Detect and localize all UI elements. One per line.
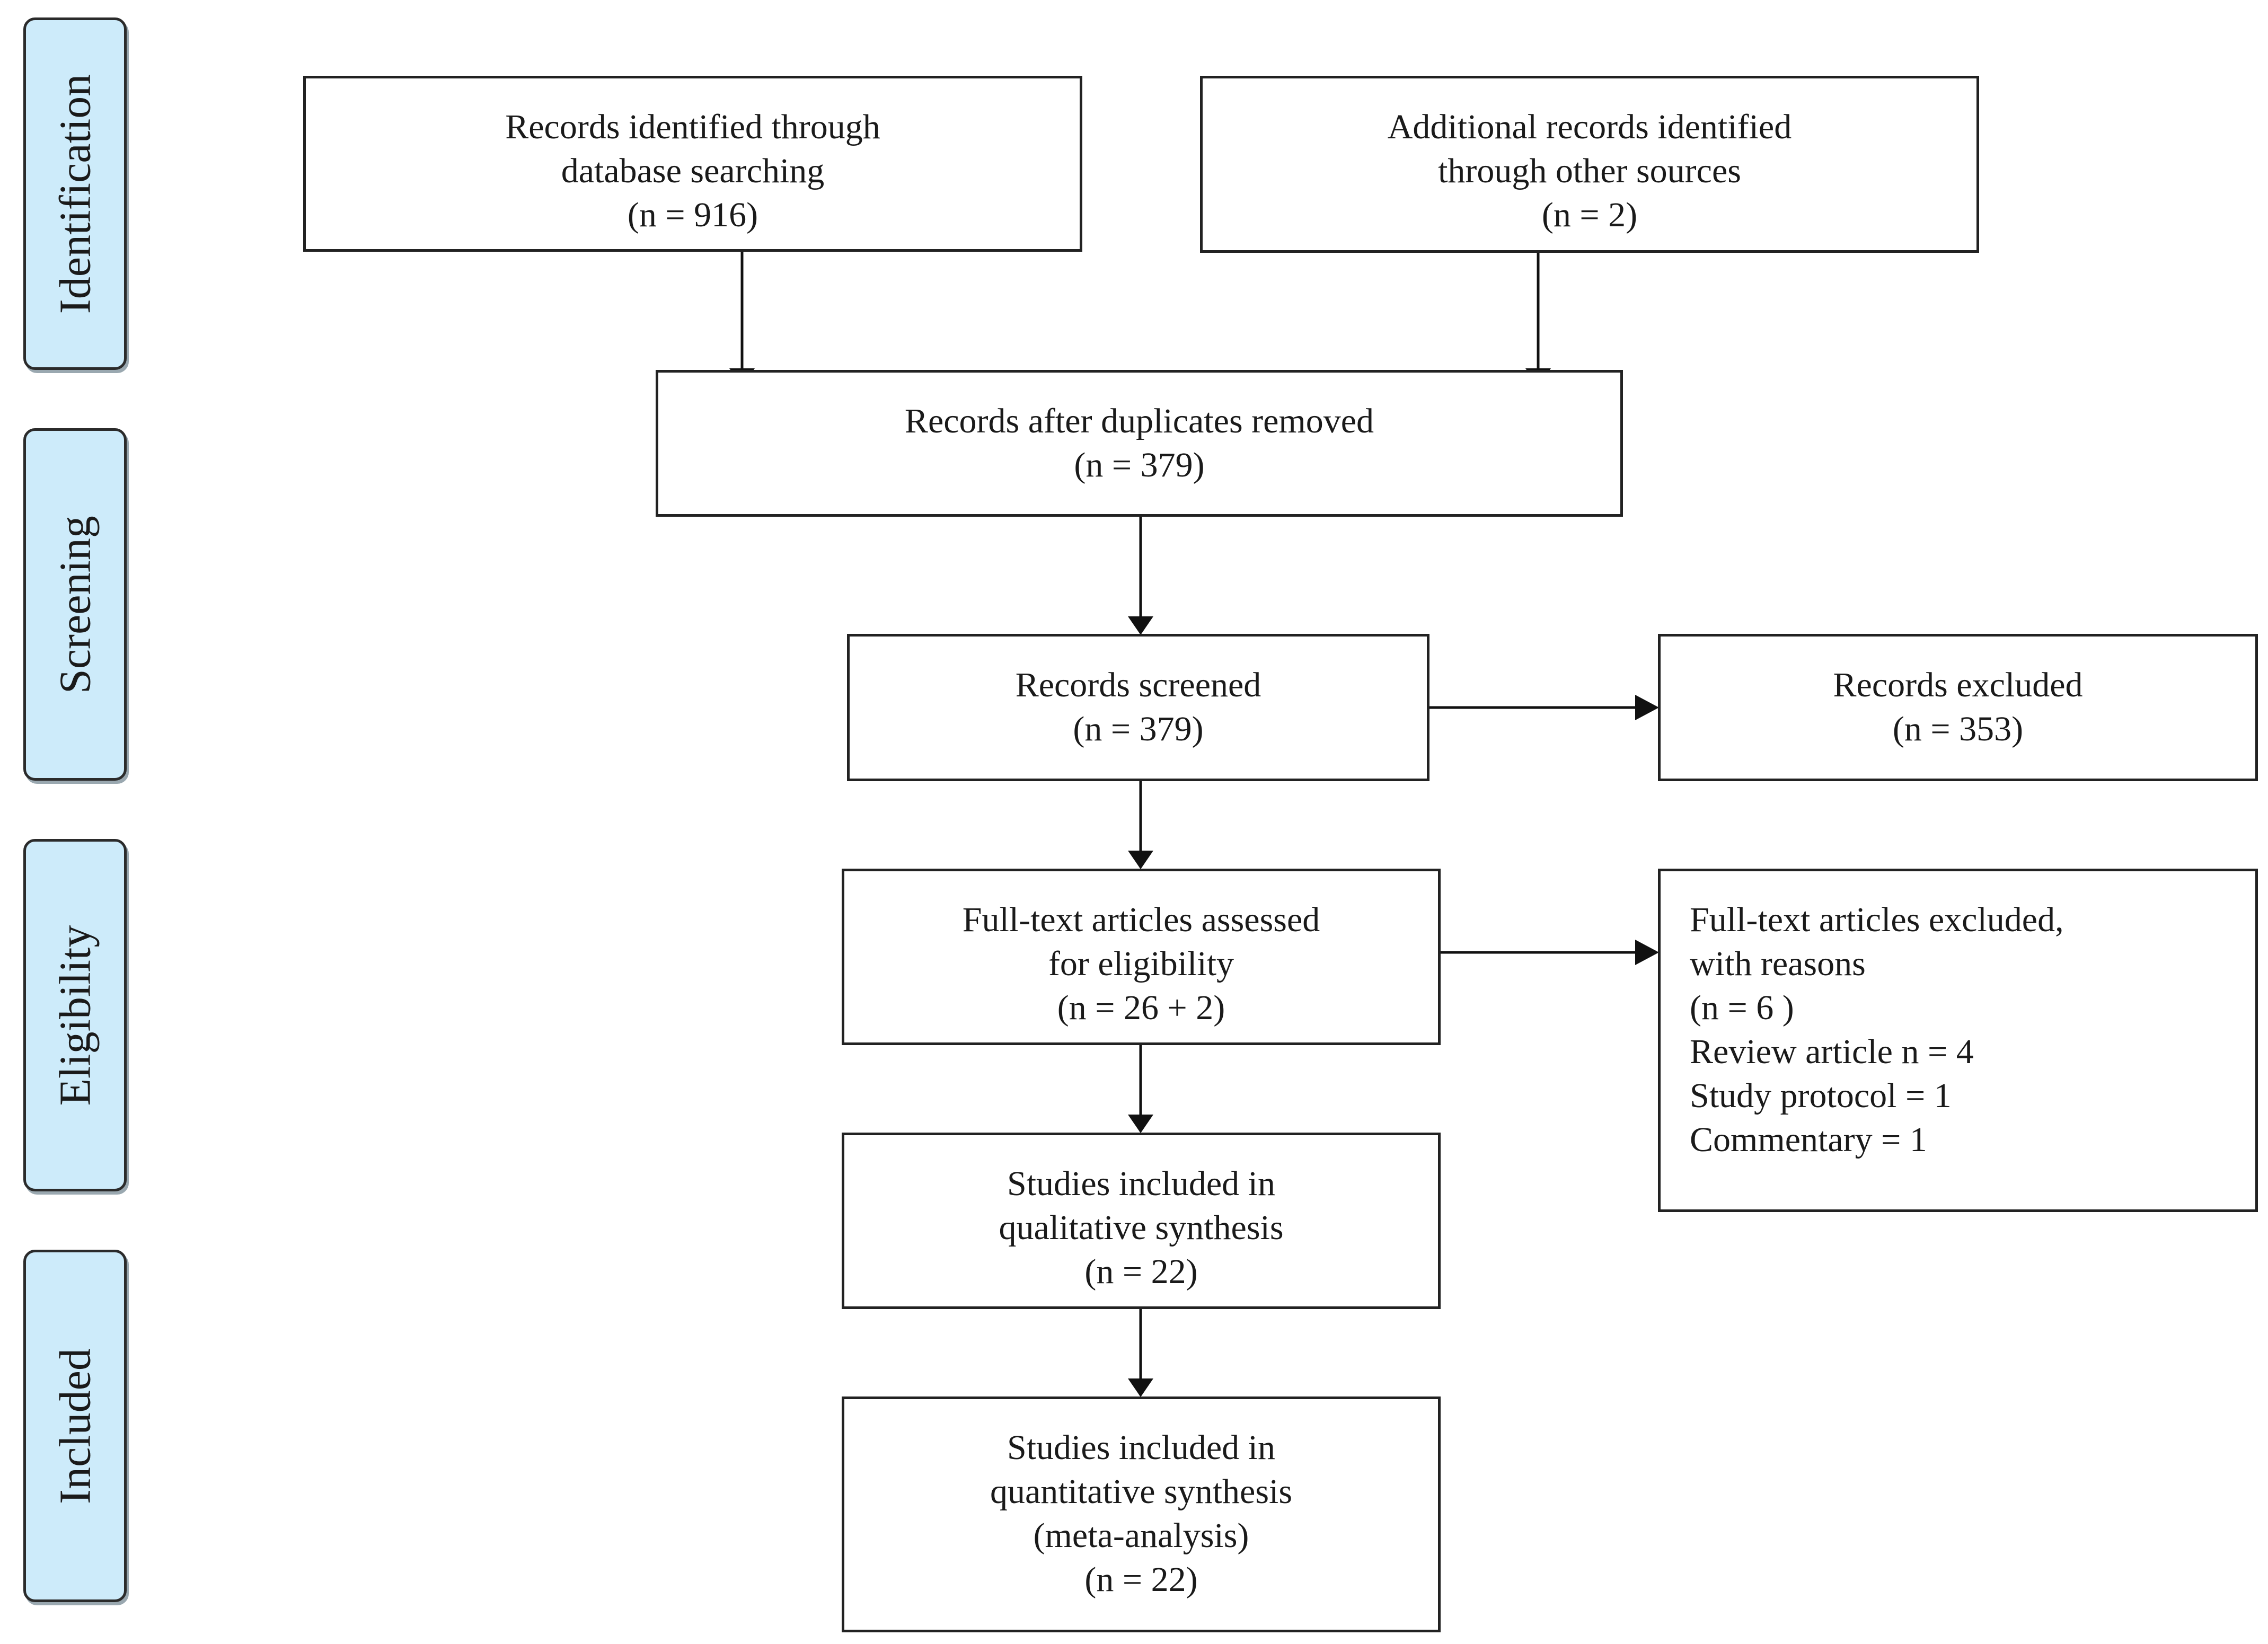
box-line: through other sources — [1438, 152, 1741, 190]
box-line: Full-text articles assessed — [962, 900, 1320, 939]
arrowhead — [1635, 695, 1659, 720]
box-records-excluded: Records excluded (n = 353) — [1658, 634, 2258, 781]
box-line: (n = 22) — [1084, 1560, 1198, 1599]
box-line: Full-text articles excluded, — [1690, 900, 2064, 939]
box-full-text-excluded: Full-text articles excluded, with reason… — [1658, 869, 2258, 1212]
box-line: qualitative synthesis — [999, 1208, 1284, 1247]
box-after-duplicates: Records after duplicates removed (n = 37… — [656, 370, 1623, 517]
arrowhead — [1128, 616, 1153, 635]
box-line: (n = 379) — [1073, 710, 1204, 748]
box-line: (meta-analysis) — [1033, 1516, 1249, 1555]
box-line: Review article n = 4 — [1690, 1032, 1974, 1071]
arrowhead — [1128, 1115, 1153, 1133]
arrowhead — [1128, 851, 1153, 869]
box-line: (n = 379) — [1074, 446, 1205, 484]
arrowhead — [1635, 940, 1659, 965]
box-line: Records after duplicates removed — [904, 402, 1374, 440]
stage-included: Included — [23, 1250, 127, 1602]
box-line: database searching — [561, 152, 825, 190]
box-line: Records excluded — [1833, 666, 2083, 704]
box-line: Study protocol = 1 — [1690, 1076, 1952, 1115]
box-line: (n = 6 ) — [1690, 988, 1794, 1027]
stage-identification: Identification — [23, 17, 127, 370]
box-line: (n = 26 + 2) — [1057, 988, 1225, 1027]
box-line: Records screened — [1015, 666, 1261, 704]
arrowhead — [1128, 1378, 1153, 1397]
box-line: for eligibility — [1048, 944, 1234, 983]
box-line: (n = 353) — [1892, 710, 2024, 748]
box-line: Commentary = 1 — [1690, 1120, 1927, 1159]
box-quantitative-synthesis: Studies included in quantitative synthes… — [842, 1396, 1441, 1632]
box-full-text-assessed: Full-text articles assessed for eligibil… — [842, 869, 1441, 1045]
box-other-sources: Additional records identified through ot… — [1200, 76, 1979, 253]
box-qualitative-synthesis: Studies included in qualitative synthesi… — [842, 1133, 1441, 1309]
box-line: (n = 2) — [1541, 196, 1638, 234]
box-database-search: Records identified through database sear… — [303, 76, 1082, 252]
box-line: Studies included in — [1007, 1428, 1275, 1467]
box-line: Additional records identified — [1387, 108, 1792, 146]
stage-screening: Screening — [23, 428, 127, 781]
box-line: (n = 916) — [627, 196, 758, 234]
box-screened: Records screened (n = 379) — [847, 634, 1429, 781]
box-line: with reasons — [1690, 944, 1866, 983]
box-line: (n = 22) — [1084, 1252, 1198, 1291]
box-line: Records identified through — [505, 108, 880, 146]
box-line: quantitative synthesis — [990, 1472, 1293, 1511]
box-line: Studies included in — [1007, 1164, 1275, 1203]
stage-eligibility: Eligibility — [23, 839, 127, 1191]
